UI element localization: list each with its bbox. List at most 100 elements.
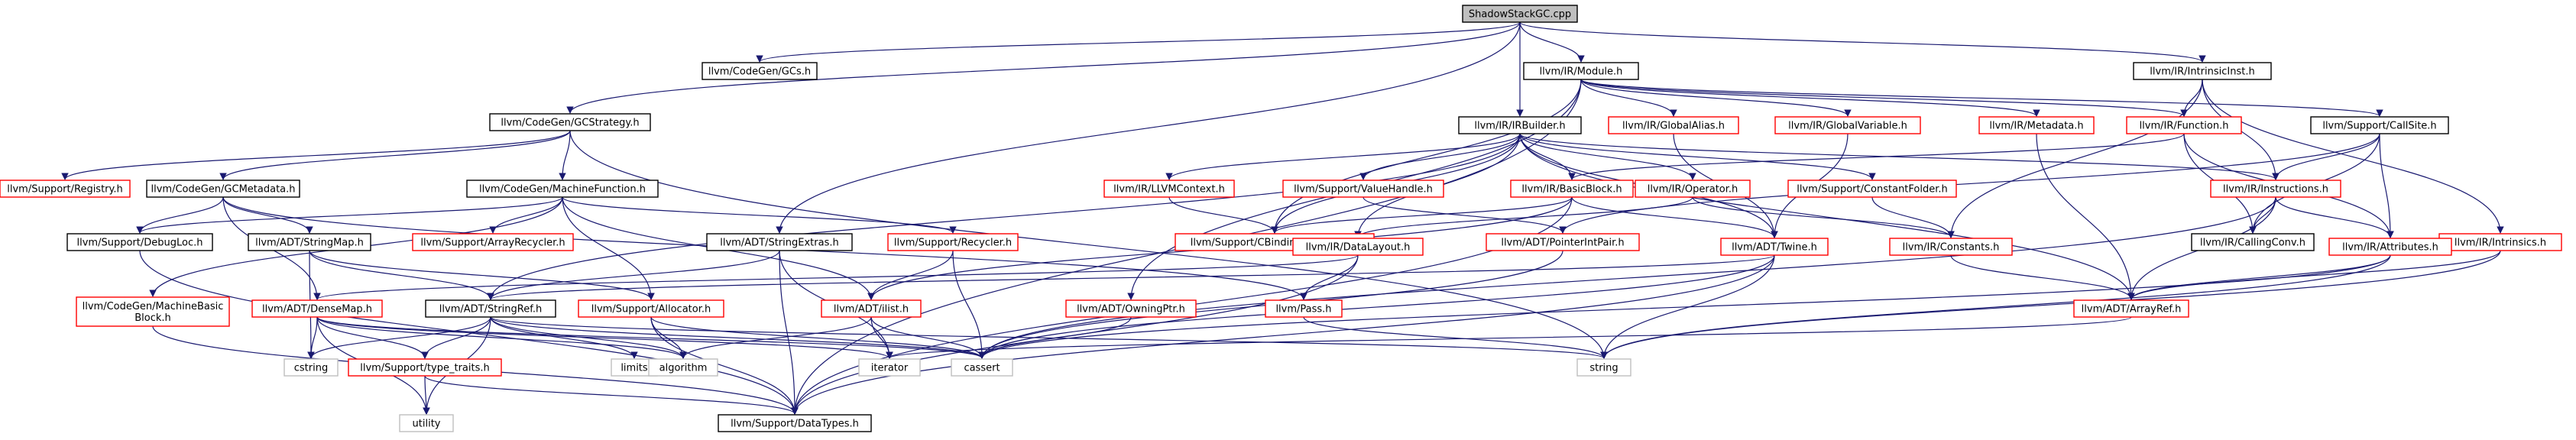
node-densemap[interactable]: llvm/ADT/DenseMap.h: [251, 299, 383, 318]
node-root: ShadowStackGC.cpp: [1462, 5, 1578, 23]
node-globalvariable[interactable]: llvm/IR/GlobalVariable.h: [1774, 116, 1921, 134]
node-allocator[interactable]: llvm/Support/Allocator.h: [578, 299, 724, 318]
edge-stringref-to-string: [490, 316, 1608, 359]
node-callsite[interactable]: llvm/Support/CallSite.h: [2310, 116, 2449, 134]
node-label: llvm/IR/LLVMContext.h: [1113, 184, 1225, 196]
edge-ilist-to-algorithm: [679, 316, 872, 359]
node-debugloc[interactable]: llvm/Support/DebugLoc.h: [66, 233, 213, 251]
edge-machinefunction-to-arrayrecycler: [489, 196, 563, 234]
node-irbuilder[interactable]: llvm/IR/IRBuilder.h: [1458, 116, 1582, 134]
node-label: llvm/IR/CallingConv.h: [2200, 238, 2305, 249]
node-label: llvm/IR/Metadata.h: [1989, 121, 2083, 132]
node-gcstrategy[interactable]: llvm/CodeGen/GCStrategy.h: [489, 113, 651, 131]
edge-attributes-to-string: [1600, 254, 2391, 359]
edge-typetraits-to-datatypes: [424, 375, 799, 415]
node-ilist[interactable]: llvm/ADT/ilist.h: [821, 299, 922, 318]
node-label: llvm/Support/ArrayRecycler.h: [420, 238, 565, 249]
node-metadata[interactable]: llvm/IR/Metadata.h: [1978, 116, 2095, 134]
node-stringmap[interactable]: llvm/ADT/StringMap.h: [248, 233, 371, 251]
node-llvmcontext[interactable]: llvm/IR/LLVMContext.h: [1103, 180, 1235, 198]
node-typetraits[interactable]: llvm/Support/type_traits.h: [348, 358, 502, 377]
edge-gcstrategy-to-string: [569, 130, 1608, 359]
edge-module-to-metadata: [1580, 79, 2040, 117]
node-gcs[interactable]: llvm/CodeGen/GCs.h: [702, 62, 818, 80]
node-label: llvm/CodeGen/MachineBasic: [83, 301, 224, 312]
node-label: llvm/IR/GlobalAlias.h: [1622, 121, 1725, 132]
node-label: llvm/IR/BasicBlock.h: [1521, 184, 1622, 196]
node-label: llvm/ADT/Twine.h: [1732, 242, 1817, 254]
node-label: cstring: [294, 363, 328, 374]
node-box: [1065, 299, 1197, 318]
node-label: llvm/IR/IntrinsicInst.h: [2150, 66, 2254, 78]
node-box: [1787, 180, 1957, 198]
node-box: [1510, 180, 1634, 198]
node-box: [951, 358, 1013, 377]
node-box: [648, 358, 718, 377]
node-box: [887, 233, 1019, 251]
node-box: [2133, 62, 2272, 80]
node-module[interactable]: llvm/IR/Module.h: [1523, 62, 1639, 80]
edge-operator-to-datalayout: [1354, 196, 1693, 238]
node-label: llvm/ADT/PointerIntPair.h: [1501, 238, 1624, 249]
node-label: llvm/ADT/StringRef.h: [439, 304, 542, 315]
node-box: [146, 180, 300, 198]
node-callingconv[interactable]: llvm/IR/CallingConv.h: [2191, 233, 2315, 251]
node-box: [1486, 233, 1640, 251]
edge-arrayref-to-iterator: [886, 316, 2132, 359]
edge-stringref-to-algorithm: [490, 316, 687, 359]
node-pass[interactable]: llvm/Pass.h: [1265, 299, 1343, 318]
node-label: llvm/ADT/OwningPtr.h: [1077, 304, 1185, 315]
node-box: [858, 358, 921, 377]
node-iterator: iterator: [858, 358, 921, 377]
node-gcmetadata[interactable]: llvm/CodeGen/GCMetadata.h: [146, 180, 300, 198]
node-string: string: [1576, 358, 1631, 377]
node-arrayrecycler[interactable]: llvm/Support/ArrayRecycler.h: [412, 233, 574, 251]
node-registry[interactable]: llvm/Support/Registry.h: [0, 180, 131, 198]
node-label: llvm/ADT/DenseMap.h: [262, 304, 372, 315]
node-cassert: cassert: [951, 358, 1013, 377]
node-cstring: cstring: [284, 358, 339, 377]
node-box: [2310, 116, 2449, 134]
node-function[interactable]: llvm/IR/Function.h: [2126, 116, 2242, 134]
node-pointerintpair[interactable]: llvm/ADT/PointerIntPair.h: [1486, 233, 1640, 251]
node-constants[interactable]: llvm/IR/Constants.h: [1889, 238, 2013, 256]
node-arrayref[interactable]: llvm/ADT/ArrayRef.h: [2073, 299, 2189, 318]
node-box: [412, 233, 574, 251]
edge-root-to-stringextras: [776, 21, 1521, 234]
node-instructions[interactable]: llvm/IR/Instructions.h: [2210, 180, 2341, 198]
node-datatypes[interactable]: llvm/Support/DataTypes.h: [718, 414, 872, 432]
node-label: llvm/Support/DataTypes.h: [731, 419, 859, 430]
node-attributes[interactable]: llvm/IR/Attributes.h: [2328, 238, 2452, 256]
node-label: llvm/IR/GlobalVariable.h: [1788, 121, 1907, 132]
node-box: [2073, 299, 2189, 318]
node-globalalias[interactable]: llvm/IR/GlobalAlias.h: [1608, 116, 1739, 134]
node-box: [1292, 238, 1424, 256]
node-valuehandle[interactable]: llvm/Support/ValueHandle.h: [1282, 180, 1444, 198]
node-basicblock[interactable]: llvm/IR/BasicBlock.h: [1510, 180, 1634, 198]
node-machinefunction[interactable]: llvm/CodeGen/MachineFunction.h: [466, 180, 659, 198]
edge-root-to-intrinsicinst: [1519, 21, 2206, 63]
edge-stringextras-to-stringref: [487, 250, 780, 300]
node-label: llvm/IR/IRBuilder.h: [1474, 121, 1565, 132]
edge-callsite-to-attributes: [2379, 133, 2394, 238]
node-recycler[interactable]: llvm/Support/Recycler.h: [887, 233, 1019, 251]
node-stringextras[interactable]: llvm/ADT/StringExtras.h: [706, 233, 853, 251]
edge-owningptr-to-cassert: [978, 316, 1132, 359]
node-datalayout[interactable]: llvm/IR/DataLayout.h: [1292, 238, 1424, 256]
node-constantfolder[interactable]: llvm/Support/ConstantFolder.h: [1787, 180, 1957, 198]
edge-irbuilder-to-valuehandle: [1359, 133, 1521, 180]
node-intrinsics[interactable]: llvm/IR/Intrinsics.h: [2438, 233, 2562, 251]
node-twine[interactable]: llvm/ADT/Twine.h: [1720, 238, 1829, 256]
node-owningptr[interactable]: llvm/ADT/OwningPtr.h: [1065, 299, 1197, 318]
node-label: llvm/ADT/ArrayRef.h: [2082, 304, 2182, 315]
node-stringref[interactable]: llvm/ADT/StringRef.h: [425, 299, 556, 318]
node-label: llvm/Support/Registry.h: [7, 184, 122, 196]
node-intrinsicinst[interactable]: llvm/IR/IntrinsicInst.h: [2133, 62, 2272, 80]
node-label: cassert: [964, 363, 1000, 374]
node-operator[interactable]: llvm/IR/Operator.h: [1635, 180, 1751, 198]
node-box: [702, 62, 818, 80]
node-box: [1608, 116, 1739, 134]
edge-machinefunction-to-debugloc: [136, 196, 563, 234]
edge-recycler-to-cassert: [952, 250, 986, 359]
